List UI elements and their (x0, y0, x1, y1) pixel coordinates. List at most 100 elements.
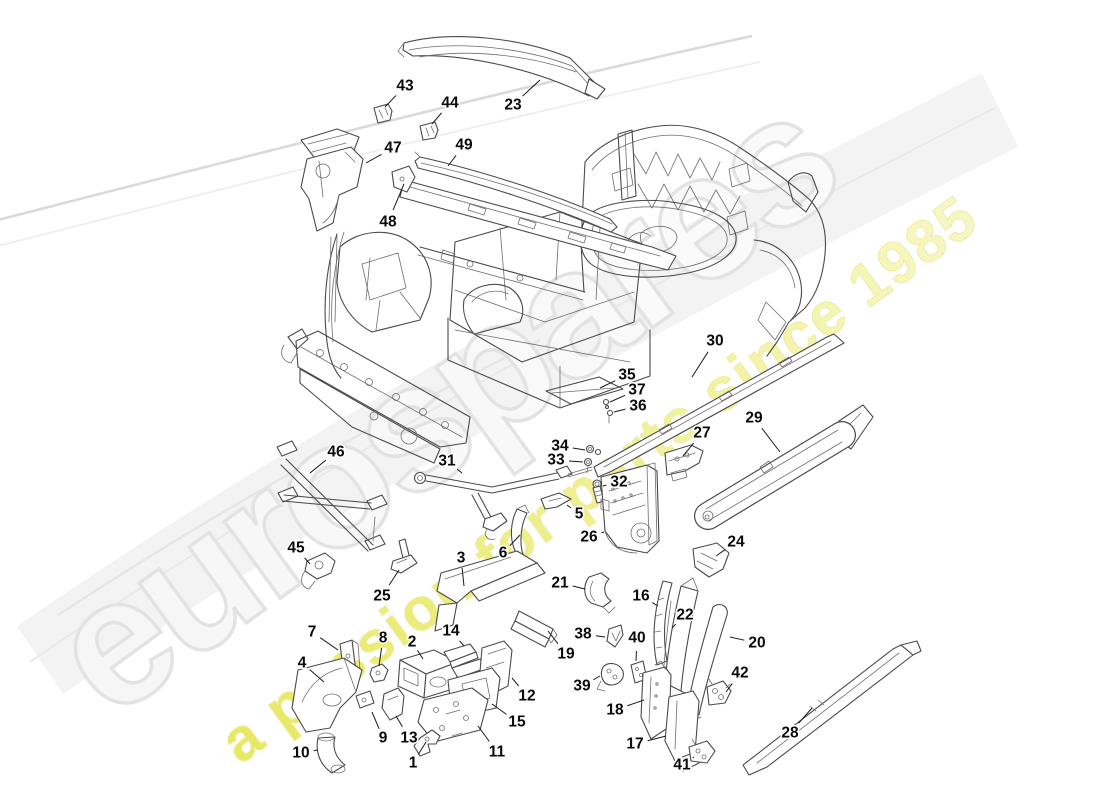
part-leader-1 (417, 741, 427, 755)
watermark-swoosh (0, 34, 1019, 694)
part-49-strip-drawing (414, 151, 618, 233)
part-label-46[interactable]: 46 (326, 442, 347, 462)
part-5-bracket-drawing (540, 492, 572, 510)
part-label-31[interactable]: 31 (437, 451, 458, 471)
part-label-11[interactable]: 11 (487, 742, 507, 762)
part-leader-18 (627, 699, 645, 707)
part-label-37[interactable]: 37 (627, 380, 647, 400)
part-leader-29 (761, 428, 781, 453)
part-label-41[interactable]: 41 (672, 755, 693, 775)
front-crossmember-drawing (281, 231, 471, 464)
part-leader-20 (729, 636, 745, 641)
part-label-47[interactable]: 47 (383, 138, 403, 158)
part-label-29[interactable]: 29 (744, 408, 765, 428)
part-label-44[interactable]: 44 (440, 93, 461, 113)
part-label-25[interactable]: 25 (372, 586, 393, 606)
part-leader-32 (602, 484, 607, 487)
part-leader-25 (388, 569, 400, 586)
part-label-42[interactable]: 42 (730, 663, 750, 683)
part-leader-14 (459, 640, 465, 647)
part-leader-8 (378, 647, 383, 667)
part-leader-47 (365, 153, 382, 164)
part-label-1[interactable]: 1 (407, 753, 419, 773)
part-label-35[interactable]: 35 (617, 365, 638, 385)
part-label-32[interactable]: 32 (609, 472, 629, 492)
part-label-38[interactable]: 38 (573, 624, 594, 644)
part-26-a-post-drawing (600, 462, 660, 554)
part-label-48[interactable]: 48 (378, 212, 399, 232)
part-label-2[interactable]: 2 (406, 632, 418, 652)
part-leader-10 (313, 749, 319, 752)
part-label-26[interactable]: 26 (579, 527, 600, 547)
part-leader-13 (395, 715, 403, 728)
part-leader-41 (692, 756, 695, 759)
part-label-16[interactable]: 16 (631, 586, 652, 606)
part-leader-26 (601, 531, 605, 534)
part-label-3[interactable]: 3 (455, 548, 467, 568)
part-leader-43 (384, 95, 397, 108)
part-45-bracket-drawing (301, 552, 336, 590)
part-label-20[interactable]: 20 (747, 633, 767, 653)
part-leader-19 (547, 630, 559, 645)
part-leader-6 (509, 534, 521, 547)
part-label-24[interactable]: 24 (726, 532, 747, 552)
rear-body-shell-drawing (579, 124, 827, 357)
part-leader-37 (609, 394, 626, 403)
part-label-9[interactable]: 9 (377, 728, 389, 748)
part-label-21[interactable]: 21 (550, 573, 571, 593)
part-label-34[interactable]: 34 (550, 436, 571, 456)
part-label-13[interactable]: 13 (399, 728, 420, 748)
part-label-8[interactable]: 8 (377, 628, 389, 648)
part-label-43[interactable]: 43 (395, 76, 416, 96)
part-label-12[interactable]: 12 (517, 686, 537, 706)
part-label-45[interactable]: 45 (286, 538, 307, 558)
part-label-28[interactable]: 28 (780, 723, 801, 743)
part-46-x-brace-drawing (276, 440, 388, 552)
part-label-27[interactable]: 27 (692, 423, 712, 443)
part-leader-22 (671, 623, 677, 629)
part-leader-7 (319, 637, 339, 651)
part-leader-11 (477, 725, 490, 742)
part-24-wedge-drawing (692, 542, 730, 578)
part-leader-15 (491, 703, 507, 715)
part-leader-28 (798, 707, 813, 724)
part-leader-31 (456, 468, 463, 474)
part-label-6[interactable]: 6 (497, 543, 509, 563)
part-leader-48 (392, 183, 405, 211)
part-label-18[interactable]: 18 (605, 700, 626, 720)
part-label-40[interactable]: 40 (627, 628, 647, 648)
part-leader-21 (572, 585, 586, 590)
part-27-bracket-drawing (664, 444, 704, 482)
part-label-17[interactable]: 17 (625, 734, 645, 754)
part-label-23[interactable]: 23 (503, 95, 524, 115)
part-leader-2 (417, 650, 424, 660)
part-label-4[interactable]: 4 (296, 653, 308, 673)
part-label-15[interactable]: 15 (507, 712, 528, 732)
part-label-7[interactable]: 7 (306, 622, 318, 642)
part-leader-34 (572, 447, 586, 451)
part-label-14[interactable]: 14 (441, 621, 462, 641)
part-leader-27 (682, 442, 695, 457)
part-label-36[interactable]: 36 (628, 396, 649, 416)
part-label-49[interactable]: 49 (454, 135, 475, 155)
part-leader-4 (309, 669, 325, 683)
pillar-parts-drawing (510, 572, 732, 772)
fasteners-drawing (545, 376, 624, 504)
part-leader-45 (304, 557, 311, 565)
part-leader-23 (522, 79, 541, 97)
part-label-5[interactable]: 5 (573, 504, 585, 524)
part-leader-44 (431, 112, 442, 125)
part-leader-39 (593, 675, 601, 681)
part-label-10[interactable]: 10 (291, 743, 311, 763)
part-label-30[interactable]: 30 (705, 331, 725, 351)
part-label-33[interactable]: 33 (546, 450, 567, 470)
floor-pan-drawing (336, 211, 651, 409)
part-label-39[interactable]: 39 (572, 676, 593, 696)
part-28-sill-outer-drawing (742, 640, 922, 776)
part-label-19[interactable]: 19 (556, 644, 577, 664)
footwell-parts-drawing (291, 550, 546, 774)
part-23-header-rail-drawing (397, 36, 606, 100)
part-30-sill-strip-drawing (593, 333, 845, 478)
part-label-22[interactable]: 22 (675, 605, 695, 625)
